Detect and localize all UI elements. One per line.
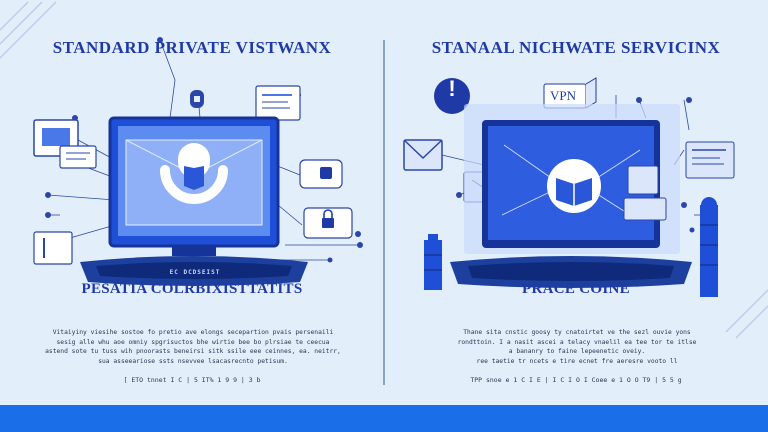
left-illustration <box>0 1 363 286</box>
left-description: Vitaiyiny viesihe sostoe fo pretio ave e… <box>26 328 360 366</box>
right-description: Thane sita cnstic goosy ty cnatoirtet ve… <box>410 328 744 366</box>
right-desc-line: rondttoin. I a nasit ascei a telacy vnae… <box>457 338 697 346</box>
connector-nodes <box>456 97 695 233</box>
left-desc-line: sesig alle whu aoe omniy spgrisuctos bhe… <box>56 338 330 346</box>
decor-lines <box>0 1 57 59</box>
monitor-stand-label: EC DCDSEIST <box>169 269 221 276</box>
left-desc-line: sua asseeariose ssts nsevvee lsacasrecnt… <box>98 357 288 365</box>
left-desc-line: Vitaiyiny viesihe sostoe fo pretio ave e… <box>52 329 334 336</box>
envelope-icon <box>403 139 443 171</box>
right-title: STANAAL NICHWATE SERVICINX <box>431 38 721 57</box>
decor-lines <box>725 289 768 339</box>
book-icon <box>547 159 601 213</box>
right-stats: TPP snoe e 1 C I E | I C I O I Coee e 1 … <box>470 376 682 384</box>
left-desc-line: astend sote tu tuss wih pnoorasts beneir… <box>45 348 341 355</box>
left-panel: STANDARD PRIVATE VISTWANX EC DCDSEIST PE… <box>0 0 384 405</box>
right-desc-line: Thane sita cnstic goosy ty cnatoirtet ve… <box>463 329 691 336</box>
right-desc-line: a bananry to faine lepeenetic oveiy. <box>508 348 646 355</box>
left-title: STANDARD PRIVATE VISTWANX <box>52 38 332 57</box>
right-desc-line: ree taetie tr ncets e tire ecnet fre aer… <box>476 357 678 365</box>
left-subtitle: PESATIA COLRBIXISTTATITS <box>81 281 303 297</box>
alert-icon <box>434 78 470 114</box>
floating-cards <box>33 85 353 265</box>
right-panel: STANAAL NICHWATE SERVICINX ! VPN PRACE C… <box>384 0 768 405</box>
small-lock-icon <box>322 209 334 228</box>
server-icon <box>700 197 718 297</box>
server-icon <box>424 234 442 290</box>
center-divider <box>383 40 385 385</box>
right-subtitle: PRACE COINE <box>522 281 630 297</box>
left-stats: [ ETO tnnet I C | 5 IT% 1 9 9 | 3 b <box>123 376 261 384</box>
side-cards <box>623 141 735 221</box>
alert-glyph: ! <box>448 76 456 101</box>
padlock-icon <box>190 90 204 108</box>
footer-bar <box>0 405 768 432</box>
shield-lock-icon <box>160 143 228 204</box>
right-illustration <box>403 77 768 339</box>
vpn-label: VPN <box>549 88 576 103</box>
